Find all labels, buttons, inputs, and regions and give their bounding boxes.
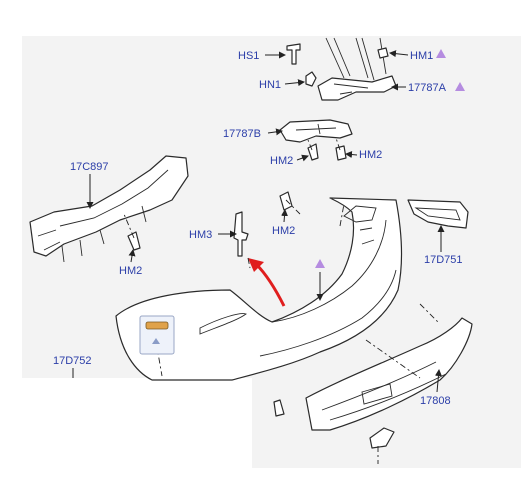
install-direction-arrow	[248, 258, 286, 307]
callout-hm2-right-b: HM2	[359, 149, 382, 161]
callout-hm1: HM1	[410, 50, 433, 62]
leader-lines	[72, 50, 445, 393]
callout-17c897: 17C897	[70, 161, 109, 173]
callout-hm2-right-a: HM2	[270, 155, 293, 167]
marker-triangle-17787a	[455, 82, 465, 91]
clip-lower	[273, 399, 285, 417]
bracket-17787a	[317, 75, 397, 101]
wire-harness	[325, 37, 387, 81]
reflector-17d751	[407, 199, 469, 229]
tow-eye-cover	[369, 427, 395, 449]
bracket-17787b	[279, 119, 353, 143]
thumbnail-toggle[interactable]	[139, 315, 175, 355]
fastener-hm1	[377, 47, 389, 59]
callout-17808: 17808	[420, 395, 451, 407]
upper-bracket-group	[279, 37, 397, 161]
fastener-hs1	[286, 43, 301, 65]
clip-hm2-a	[307, 143, 319, 161]
rivet-hm3	[233, 211, 249, 257]
energy-absorber-17c897	[29, 155, 189, 263]
clip-hm2-left	[127, 231, 141, 251]
valance-17808	[273, 317, 473, 464]
chevron-up-icon	[152, 338, 160, 344]
clip-hm2-center	[279, 191, 293, 211]
marker-triangle-hm1	[436, 49, 446, 58]
callout-hn1: HN1	[259, 79, 281, 91]
callout-17d751: 17D751	[424, 254, 463, 266]
callout-hm3: HM3	[189, 229, 212, 241]
callout-hm2-left: HM2	[119, 265, 142, 277]
callout-17787b: 17787B	[223, 128, 261, 140]
marker-triangle-bumper	[315, 259, 325, 268]
bumper-cover	[115, 197, 403, 381]
callout-17787a: 17787A	[408, 82, 447, 94]
callout-17d752: 17D752	[53, 355, 92, 367]
callout-hm2-center: HM2	[272, 225, 295, 237]
clip-hm2-b	[335, 145, 347, 161]
fasteners-center	[233, 191, 301, 257]
fastener-hn1	[305, 71, 317, 87]
callout-hs1: HS1	[238, 50, 259, 62]
